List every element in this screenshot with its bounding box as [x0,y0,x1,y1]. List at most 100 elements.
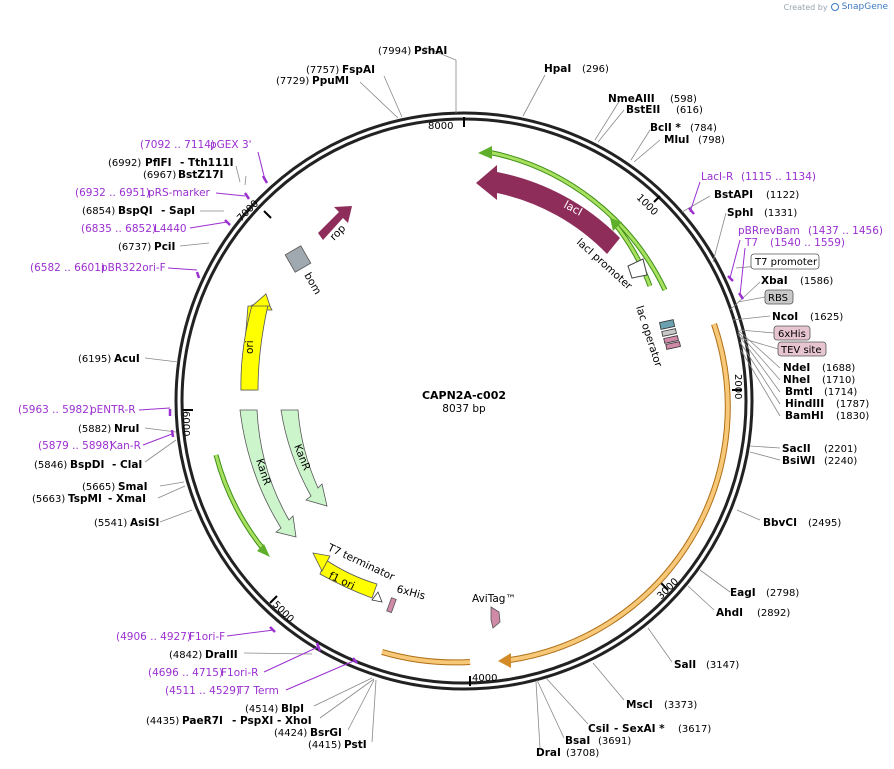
enzyme-site: (5882) [78,424,111,435]
enzyme-bsiwi[interactable]: BsiWI(2240) [782,455,857,467]
primer-pgex3[interactable]: (7092 .. 7114)pGEX 3' [140,139,252,151]
enzyme-sphi[interactable]: SphI (1331) [727,207,797,219]
enzyme-asisi[interactable]: (5541)AsiSI [94,517,159,529]
enzyme-psti[interactable]: (4415)PstI [308,739,367,751]
enzyme-paer7i[interactable]: (4435)PaeR7I- PspXI - XhoI [146,715,312,727]
enzyme-ncoi[interactable]: NcoI(1625) [772,311,843,323]
box-6xhis[interactable]: 6xHis [773,325,811,341]
primer-name: L4440 [154,223,187,235]
primer-range: (7092 .. 7114) [140,139,215,151]
enzyme-nhei[interactable]: NheI(1710) [783,374,855,386]
enzyme-msci[interactable]: MscI(3373) [626,699,697,711]
enzyme-name: SphI [727,207,753,219]
enzyme-bsteii[interactable]: BstEII(616) [626,104,703,116]
enzyme-blpi[interactable]: (4514)BlpI [245,703,304,715]
enzyme-site: (7994) [378,46,411,57]
primer-range: (1115 .. 1134) [741,171,816,183]
enzyme-xbai[interactable]: XbaI(1586) [761,275,833,287]
leader-nmeaiii [594,99,621,141]
enzyme-sali[interactable]: SalI(3147) [674,659,739,671]
enzyme-site: (1331) [764,208,797,219]
feature-avitag[interactable]: AviTag™ [472,593,516,629]
enzyme-bbvci[interactable]: BbvCI(2495) [763,517,841,529]
enzyme-hindiii[interactable]: HindIII(1787) [785,398,869,410]
feature-ori[interactable]: ori [240,293,273,391]
primer-pbr322ori-f[interactable]: (6582 .. 6601)pBR322ori-F [30,262,166,274]
enzyme-site: (4424) [274,728,307,739]
enzyme-smai[interactable]: (5665)SmaI [82,481,148,493]
primer-kan-r[interactable]: (5879 .. 5898)Kan-R [38,440,141,452]
enzyme-extra: - XmaI [108,493,146,505]
enzyme-pshai[interactable]: (7994)PshAI [378,45,447,57]
enzyme-pcii[interactable]: (6737)PciI [118,241,175,253]
primer-name: pBR322ori-F [101,262,166,274]
enzyme-nrui[interactable]: (5882)NruI [78,423,139,435]
primer-l4440[interactable]: (6835 .. 6852)L4440 [81,223,187,235]
enzyme-sacii[interactable]: SacII(2201) [782,443,857,455]
enzyme-pflfi[interactable]: (6992)PflFI- Tth111I [108,157,234,169]
enzyme-site: (1787) [836,399,869,410]
primer-f1ori-f[interactable]: (4906 .. 4927)F1ori-F [116,631,225,643]
primer-t7[interactable]: T7(1540 .. 1559) [744,237,845,249]
orange-arrow-outline [509,323,731,663]
enzyme-nmeaiii[interactable]: NmeAIII(598) [608,93,697,105]
feature-lac-operator[interactable]: lac operator [633,304,681,369]
enzyme-fspai[interactable]: (7757)FspAI [306,64,375,76]
enzyme-site: (2240) [824,456,857,467]
feature-bom[interactable]: bom [284,245,323,297]
enzyme-bspdi[interactable]: (5846)BspDI- ClaI [34,459,142,471]
primer-range: (6932 .. 6951) [75,187,150,199]
enzyme-bamhi[interactable]: BamHI(1830) [785,410,869,422]
enzyme-eagi[interactable]: EagI(2798) [730,587,799,599]
enzyme-name: FspAI [342,64,375,76]
enzyme-acui[interactable]: (6195)AcuI [78,353,140,365]
feature-kanr-2[interactable]: KanR [280,409,328,507]
enzyme-tspmi[interactable]: (5663)TspMI- XmaI [32,493,146,505]
enzyme-csii[interactable]: CsiI- SexAI *(3617) [588,723,711,735]
enzyme-bspqi[interactable]: (6854)BspQI- SapI [82,205,195,217]
primer-t7-term[interactable]: (4511 .. 4529)T7 Term [165,685,279,697]
enzyme-name: AcuI [114,353,140,365]
primer-leader-laci-r [689,181,701,213]
box-rbs[interactable]: RBS [764,289,794,305]
feature-kanr-1[interactable]: KanR [239,409,297,538]
enzyme-bstz17i[interactable]: (6967)BstZ17I [143,169,223,181]
enzyme-bsrgi[interactable]: (4424)BsrGI [274,727,342,739]
enzyme-hpai[interactable]: HpaI(296) [544,63,609,75]
leader-eagi [699,569,731,593]
box-t7-promoter[interactable]: T7 promoter [750,253,820,270]
leader-acui [144,357,179,363]
primer-pbrrevbam[interactable]: pBRrevBam(1437 .. 1456) [738,225,883,237]
enzyme-name: PpuMI [312,75,349,87]
primer-mark-pbr322ori-f [195,271,201,279]
primer-prs-marker[interactable]: (6932 .. 6951)pRS-marker [75,187,211,199]
primer-pentr-r[interactable]: (5963 .. 5982)pENTR-R [18,404,136,416]
leader-hindiii [739,341,781,405]
enzyme-mlui[interactable]: MluI(798) [664,134,725,146]
enzyme-bcli[interactable]: BclI *(784) [650,122,717,134]
enzyme-bsai[interactable]: BsaI(3691) [565,735,631,747]
enzyme-name: BmtI [785,386,813,398]
primer-laci-r[interactable]: LacI-R(1115 .. 1134) [701,171,816,183]
enzyme-ahdi[interactable]: AhdI(2892) [716,607,790,619]
primer-mark-pgex3 [261,175,269,184]
box-tev-site-bg [777,341,827,357]
primer-range: (1437 .. 1456) [808,225,883,237]
enzyme-site: (616) [676,105,703,116]
leader-blpi [313,677,373,707]
lacI-promoter-green-arrow [613,223,652,287]
enzyme-bstapi[interactable]: BstAPI(1122) [714,189,799,201]
feature-f1-ori[interactable]: f1 ori T7 terminator 6xHis [312,541,427,614]
leader-ahdi [687,585,715,611]
primer-range: (6835 .. 6852) [81,223,156,235]
enzyme-bmti[interactable]: BmtI(1714) [785,386,857,398]
enzyme-name: TspMI [68,493,102,505]
primer-f1ori-r[interactable]: (4696 .. 4715)F1ori-R [148,667,258,679]
enzyme-draiii[interactable]: (4842)DraIII [169,649,238,661]
enzyme-ppumi[interactable]: (7729)PpuMI [276,75,349,87]
backbone-ticks [183,117,742,686]
enzyme-ndei[interactable]: NdeI(1688) [783,362,855,374]
box-tev-site[interactable]: TEV site [777,341,827,357]
feature-rop[interactable]: rop [318,206,352,243]
enzyme-drai[interactable]: DraI(3708) [536,747,599,759]
